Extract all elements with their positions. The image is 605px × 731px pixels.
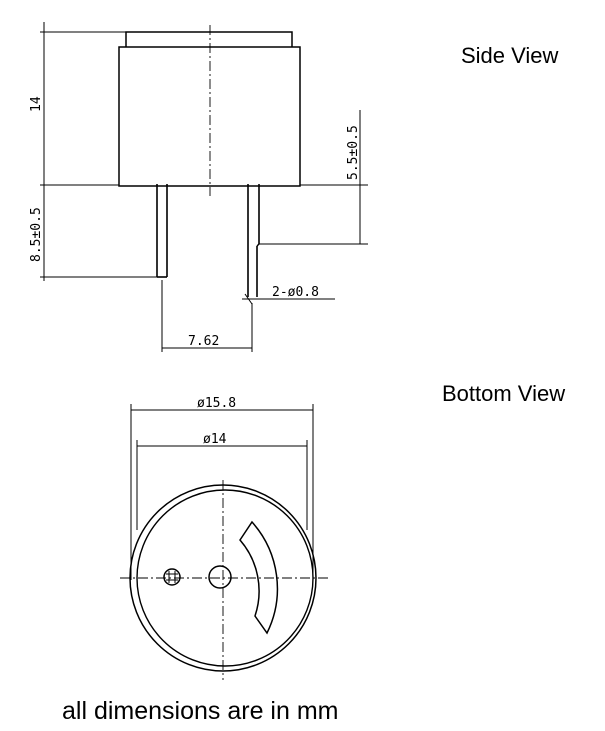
height-label: 14 bbox=[29, 96, 44, 112]
bottom-view-outline bbox=[120, 480, 328, 680]
side-view-body bbox=[118, 25, 301, 196]
side-view-label: Side View bbox=[461, 43, 559, 68]
pin-spacing-dimension bbox=[161, 280, 253, 352]
outer-diameter-label: ø15.8 bbox=[197, 396, 236, 411]
inner-diameter-label: ø14 bbox=[203, 432, 227, 447]
bottom-view-features bbox=[163, 520, 279, 635]
pin-length-label: 8.5±0.5 bbox=[29, 207, 44, 262]
pin-diameter-leader bbox=[242, 293, 335, 305]
outer-diameter-dimension bbox=[130, 404, 314, 580]
pin-offset-label: 5.5±0.5 bbox=[346, 125, 361, 180]
side-view-pins bbox=[156, 184, 260, 297]
pin-spacing-label: 7.62 bbox=[188, 334, 219, 349]
bottom-view-label: Bottom View bbox=[442, 381, 566, 406]
units-note: all dimensions are in mm bbox=[62, 697, 339, 725]
inner-diameter-dimension bbox=[136, 440, 308, 530]
pin-offset-dimension bbox=[259, 110, 368, 245]
pin-length-dimension bbox=[40, 185, 157, 281]
pin-diameter-label: 2-ø0.8 bbox=[272, 285, 319, 300]
height-dimension bbox=[40, 22, 126, 190]
